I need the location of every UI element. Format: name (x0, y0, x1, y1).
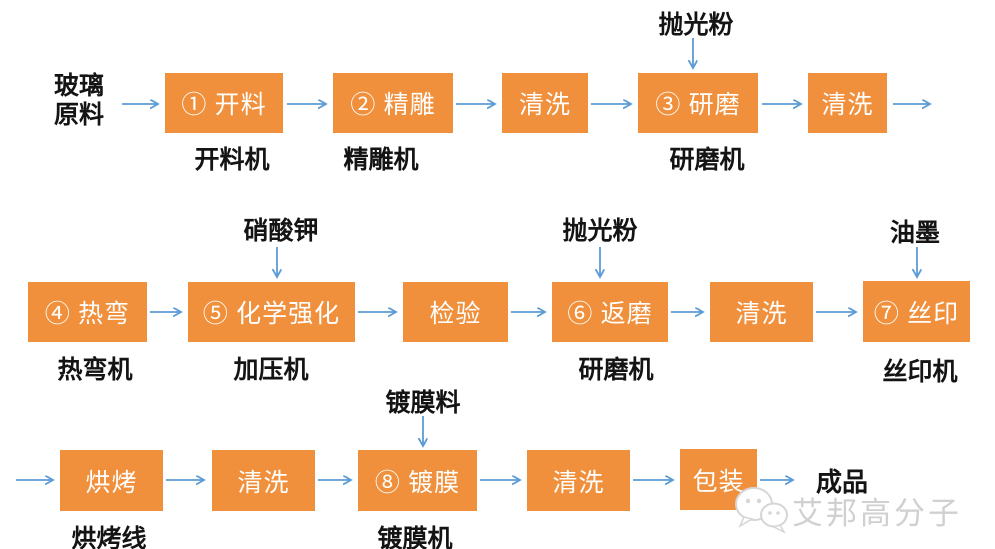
box-grinding: ③ 研磨 (638, 73, 758, 133)
wechat-icon (735, 487, 788, 534)
machine-label-baking-line: 烘烤线 (71, 526, 147, 549)
box-cleaning-2: 清洗 (808, 73, 887, 133)
box-cleaning-1: 清洗 (502, 73, 588, 133)
machine-label-printing-machine: 丝印机 (882, 359, 958, 386)
input-label-polishing-powder-2: 抛光粉 (562, 218, 638, 245)
machine-label-grinding-machine-1: 研磨机 (669, 147, 745, 174)
box-cleaning-4: 清洗 (212, 450, 315, 511)
watermark: 艾邦高分子 (730, 482, 962, 538)
box-silk-printing: ⑦ 丝印 (863, 281, 970, 342)
machine-label-grinding-machine-2: 研磨机 (578, 357, 654, 384)
machine-label-engraving-machine: 精雕机 (343, 147, 419, 174)
input-label-polishing-powder-1: 抛光粉 (658, 12, 734, 39)
machine-label-pressing-machine: 加压机 (233, 357, 309, 384)
box-hot-bending: ④ 热弯 (28, 282, 147, 342)
box-chemical-strengthening: ⑤ 化学强化 (188, 282, 355, 342)
box-cleaning-3: 清洗 (710, 282, 813, 342)
box-coating: ⑧ 镀膜 (358, 450, 477, 511)
box-inspection: 检验 (403, 282, 508, 342)
input-label-ink: 油墨 (889, 220, 941, 247)
input-label-potassium-nitrate: 硝酸钾 (243, 218, 319, 245)
machine-label-cutting-machine: 开料机 (194, 147, 270, 174)
box-cutting: ① 开料 (165, 73, 283, 133)
box-engraving: ② 精雕 (333, 73, 453, 133)
box-baking: 烘烤 (60, 450, 163, 511)
machine-label-bending-machine: 热弯机 (57, 357, 133, 384)
output-label-finished-product: 成品 (816, 468, 869, 497)
input-label-coating-material: 镀膜料 (385, 390, 461, 417)
machine-label-coating-machine: 镀膜机 (377, 526, 453, 549)
box-cleaning-5: 清洗 (527, 450, 630, 511)
source-label-glass-raw-material: 玻璃原料 (53, 73, 104, 129)
watermark-text: 艾邦高分子 (792, 495, 962, 531)
box-regrinding: ⑥ 返磨 (552, 282, 668, 342)
